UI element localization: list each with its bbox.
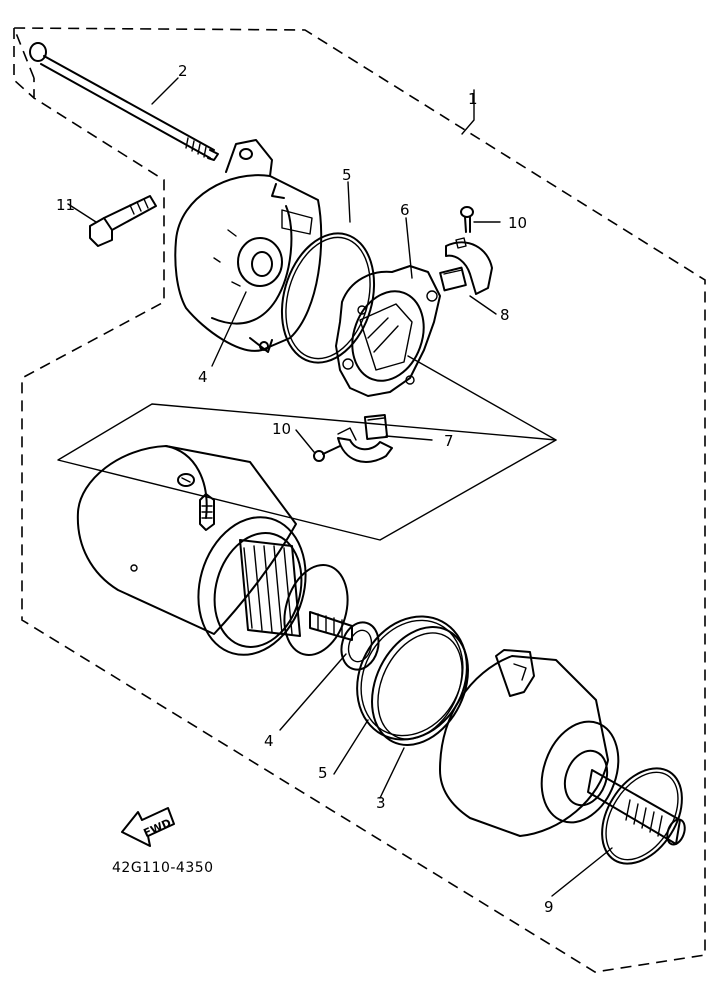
callout-3: 3	[376, 794, 386, 812]
starter-motor-yoke	[76, 445, 353, 656]
mounting-bolt	[89, 195, 157, 247]
callout-4-lower: 4	[264, 732, 274, 750]
callout-labels: 1 2 3 4 4 5 5 6 7 8 9 10 10 11	[56, 62, 554, 916]
callout-9: 9	[544, 898, 554, 916]
callout-5-lower: 5	[318, 764, 328, 782]
ring-gasket	[371, 626, 469, 746]
screw-lower	[313, 445, 341, 462]
brush-holder-upper	[439, 237, 493, 295]
callout-11: 11	[56, 196, 75, 214]
callout-10-lower: 10	[272, 420, 291, 438]
fwd-arrow-icon: FWD	[121, 807, 175, 847]
washer	[340, 621, 380, 671]
phantom-outline	[57, 355, 557, 541]
screw-upper	[460, 206, 474, 233]
callout-7: 7	[444, 432, 454, 450]
part-number: 42G110-4350	[112, 860, 214, 876]
callout-8: 8	[500, 306, 510, 324]
rear-cover	[174, 139, 323, 353]
fwd-label: FWD	[142, 816, 174, 840]
callout-2: 2	[178, 62, 188, 80]
through-bolt	[29, 42, 219, 161]
brush-holder-lower	[337, 414, 393, 463]
assembly-boundary	[12, 27, 706, 973]
leader-lines	[67, 77, 613, 897]
callout-5-upper: 5	[342, 166, 352, 184]
callout-1: 1	[468, 90, 478, 108]
brush-holder-plate	[335, 265, 441, 397]
front-cover	[439, 649, 686, 846]
shaft-o-ring	[601, 767, 683, 865]
callout-6: 6	[400, 201, 410, 219]
callout-4-upper: 4	[198, 368, 208, 386]
callout-10-upper: 10	[508, 214, 527, 232]
